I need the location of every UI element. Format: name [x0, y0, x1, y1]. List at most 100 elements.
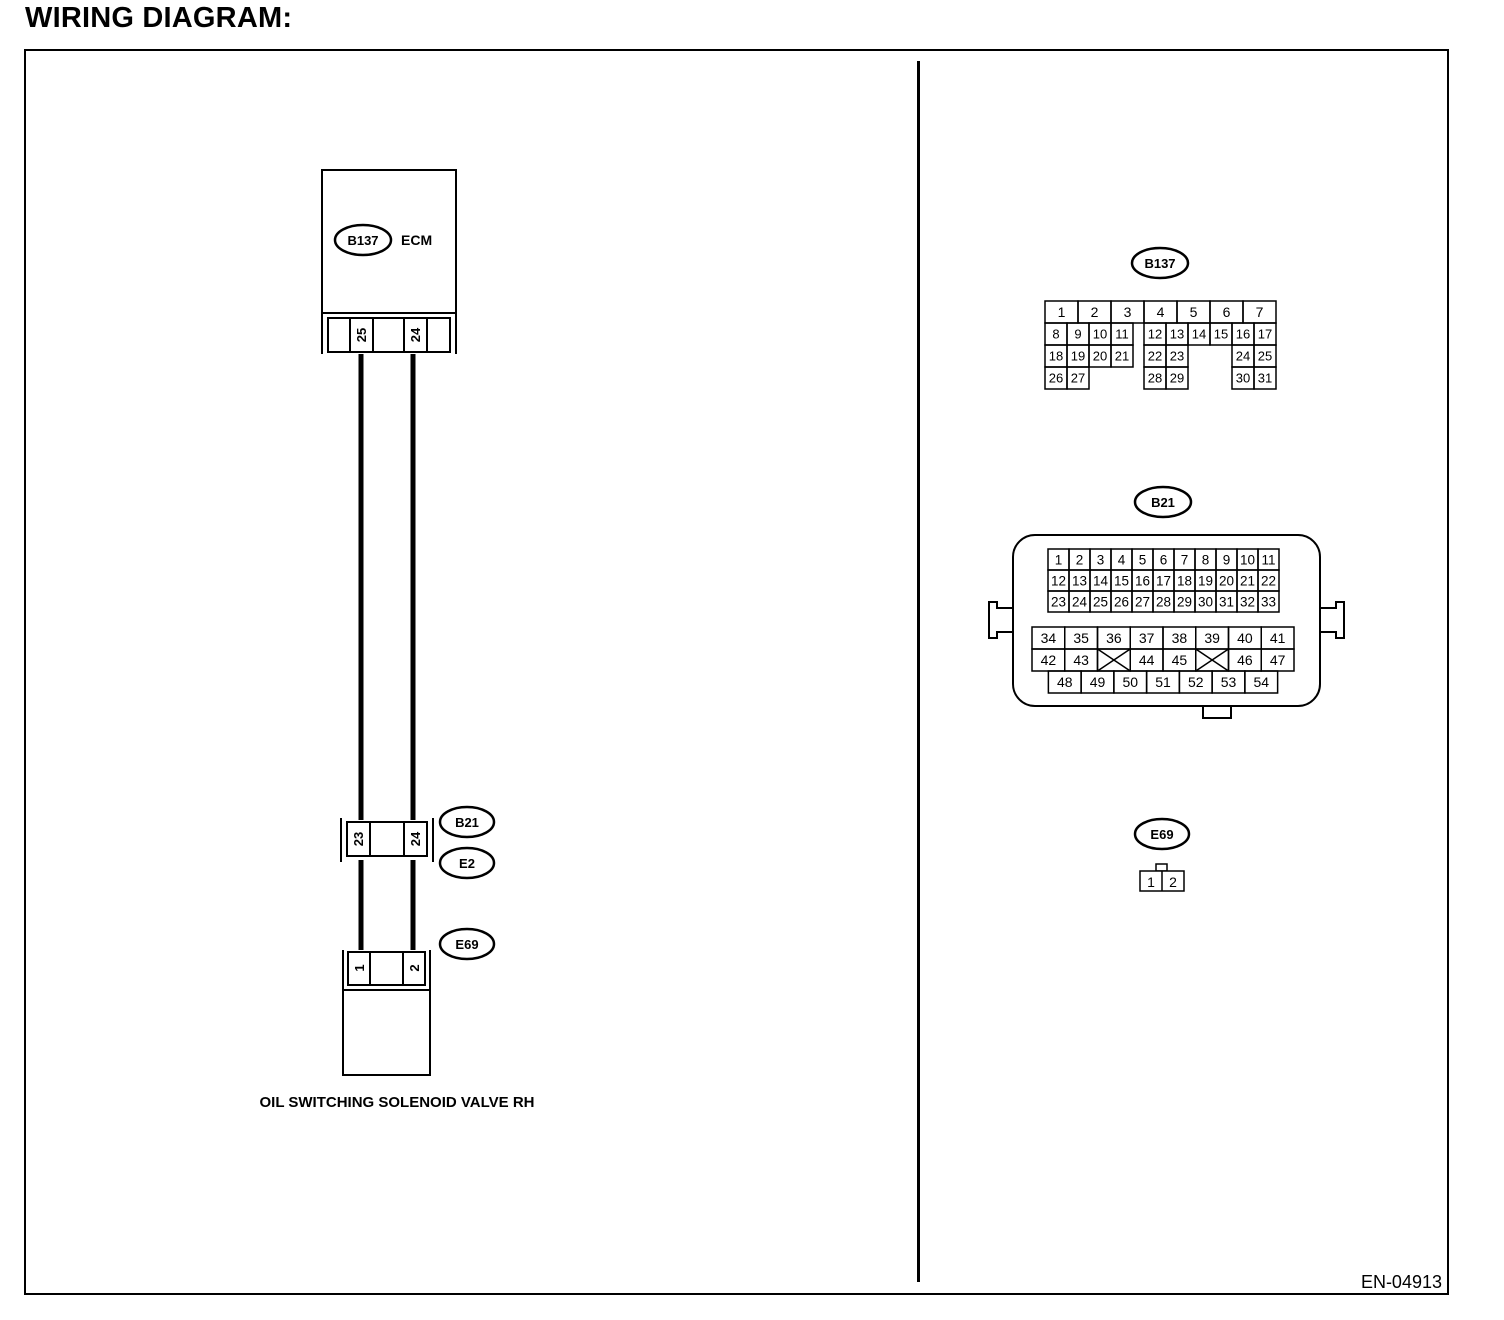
pin-label: 18	[1177, 573, 1192, 588]
pin-label: 22	[1261, 573, 1276, 588]
e69-view-pin-1: 1	[1147, 874, 1155, 890]
pin-label: 43	[1073, 652, 1089, 668]
pin-label: 8	[1052, 327, 1059, 342]
e69-view-label: E69	[1150, 827, 1173, 842]
b21-housing	[988, 534, 1345, 719]
e69-view-connector: 1 2	[1139, 863, 1185, 892]
pin-cell	[1253, 366, 1277, 390]
pin-label: 19	[1198, 573, 1213, 588]
pin-label: 52	[1188, 674, 1204, 690]
pin-label: 16	[1135, 573, 1150, 588]
pin-label: 54	[1253, 674, 1269, 690]
pin-label: 44	[1139, 652, 1155, 668]
pin-label: 39	[1204, 630, 1220, 646]
pin-label: 12	[1051, 573, 1066, 588]
pin-label: 53	[1221, 674, 1237, 690]
e69-view-pin-2: 2	[1169, 874, 1177, 890]
pin-label: 10	[1093, 327, 1107, 342]
pin-label: 49	[1090, 674, 1106, 690]
e2-label: E2	[459, 856, 475, 871]
pin-label: 31	[1219, 594, 1234, 609]
pin-label: 27	[1135, 594, 1150, 609]
pin-label: 6	[1160, 552, 1168, 567]
pin-label: 2	[1076, 552, 1084, 567]
pin-label: 37	[1139, 630, 1155, 646]
ecm-connector-badge	[333, 223, 393, 257]
pin-label: 8	[1202, 552, 1210, 567]
joint-pin-24: 24	[408, 831, 423, 846]
pin-label: 42	[1041, 652, 1057, 668]
blank-cavity-mark	[1195, 648, 1229, 672]
pin-label: 12	[1148, 327, 1162, 342]
pin-label: 45	[1172, 652, 1188, 668]
diagram-frame	[24, 49, 1449, 1295]
blank-cavity-mark	[1097, 648, 1131, 672]
pin-label: 11	[1261, 552, 1275, 567]
pin-label: 48	[1057, 674, 1073, 690]
e69-view-badge	[1133, 817, 1191, 851]
pin-label: 27	[1071, 371, 1085, 386]
b137-view-badge	[1130, 246, 1190, 280]
pin-cell	[1110, 344, 1134, 368]
pin-label: 6	[1223, 304, 1231, 320]
pin-label: 32	[1240, 594, 1255, 609]
page-title: WIRING DIAGRAM:	[25, 2, 293, 34]
pin-label: 29	[1177, 594, 1192, 609]
pin-label: 51	[1155, 674, 1171, 690]
pin-label: 23	[1051, 594, 1066, 609]
pin-label: 29	[1170, 371, 1184, 386]
pin-label: 17	[1156, 573, 1171, 588]
pin-label: 15	[1114, 573, 1129, 588]
pin-label: 17	[1258, 327, 1272, 342]
pin-label: 21	[1115, 349, 1129, 364]
b21-view-badge	[1133, 485, 1193, 519]
solenoid-box	[342, 989, 431, 1076]
pin-label: 26	[1114, 594, 1129, 609]
pin-label: 18	[1049, 349, 1063, 364]
pin-label: 28	[1148, 371, 1162, 386]
pin-label: 1	[1058, 304, 1066, 320]
pin-label: 50	[1122, 674, 1138, 690]
pin-label: 13	[1072, 573, 1087, 588]
ecm-label: ECM	[401, 232, 432, 248]
solenoid-label: OIL SWITCHING SOLENOID VALVE RH	[259, 1094, 534, 1111]
e2-badge	[438, 846, 496, 880]
solenoid-pin-2: 2	[407, 964, 422, 971]
pin-cell	[1257, 590, 1280, 613]
pin-label: 25	[1093, 594, 1108, 609]
pin-label: 20	[1093, 349, 1107, 364]
pin-label: 9	[1074, 327, 1081, 342]
ecm-box	[321, 169, 457, 314]
pin-label: 16	[1236, 327, 1250, 342]
pin-label: 3	[1097, 552, 1105, 567]
pin-label: 34	[1041, 630, 1057, 646]
pin-label: 3	[1124, 304, 1132, 320]
b137-view-label: B137	[1144, 256, 1175, 271]
pin-label: 21	[1240, 573, 1255, 588]
b21-badge	[438, 805, 496, 839]
pin-label: 33	[1261, 594, 1276, 609]
pin-label: 23	[1170, 349, 1184, 364]
solenoid-pin-1: 1	[352, 964, 367, 971]
pin-label: 19	[1071, 349, 1085, 364]
pin-label: 25	[1258, 349, 1272, 364]
ecm-connector: 25 24	[321, 313, 457, 354]
joint-pin-23: 23	[351, 832, 366, 846]
ecm-pin-24: 24	[408, 327, 423, 342]
ecm-connector-id: B137	[347, 233, 378, 248]
pin-label: 10	[1240, 552, 1255, 567]
pin-label: 31	[1258, 371, 1272, 386]
pin-label: 36	[1106, 630, 1122, 646]
pin-label: 24	[1236, 349, 1250, 364]
pin-label: 13	[1170, 327, 1184, 342]
pin-label: 7	[1181, 552, 1189, 567]
figure-code: EN-04913	[1361, 1272, 1442, 1292]
pin-label: 41	[1270, 630, 1286, 646]
pin-label: 1	[1055, 552, 1063, 567]
pin-label: 22	[1148, 349, 1162, 364]
e69-badge	[438, 927, 496, 961]
pin-cell	[1066, 366, 1090, 390]
panel-divider	[917, 61, 920, 1282]
